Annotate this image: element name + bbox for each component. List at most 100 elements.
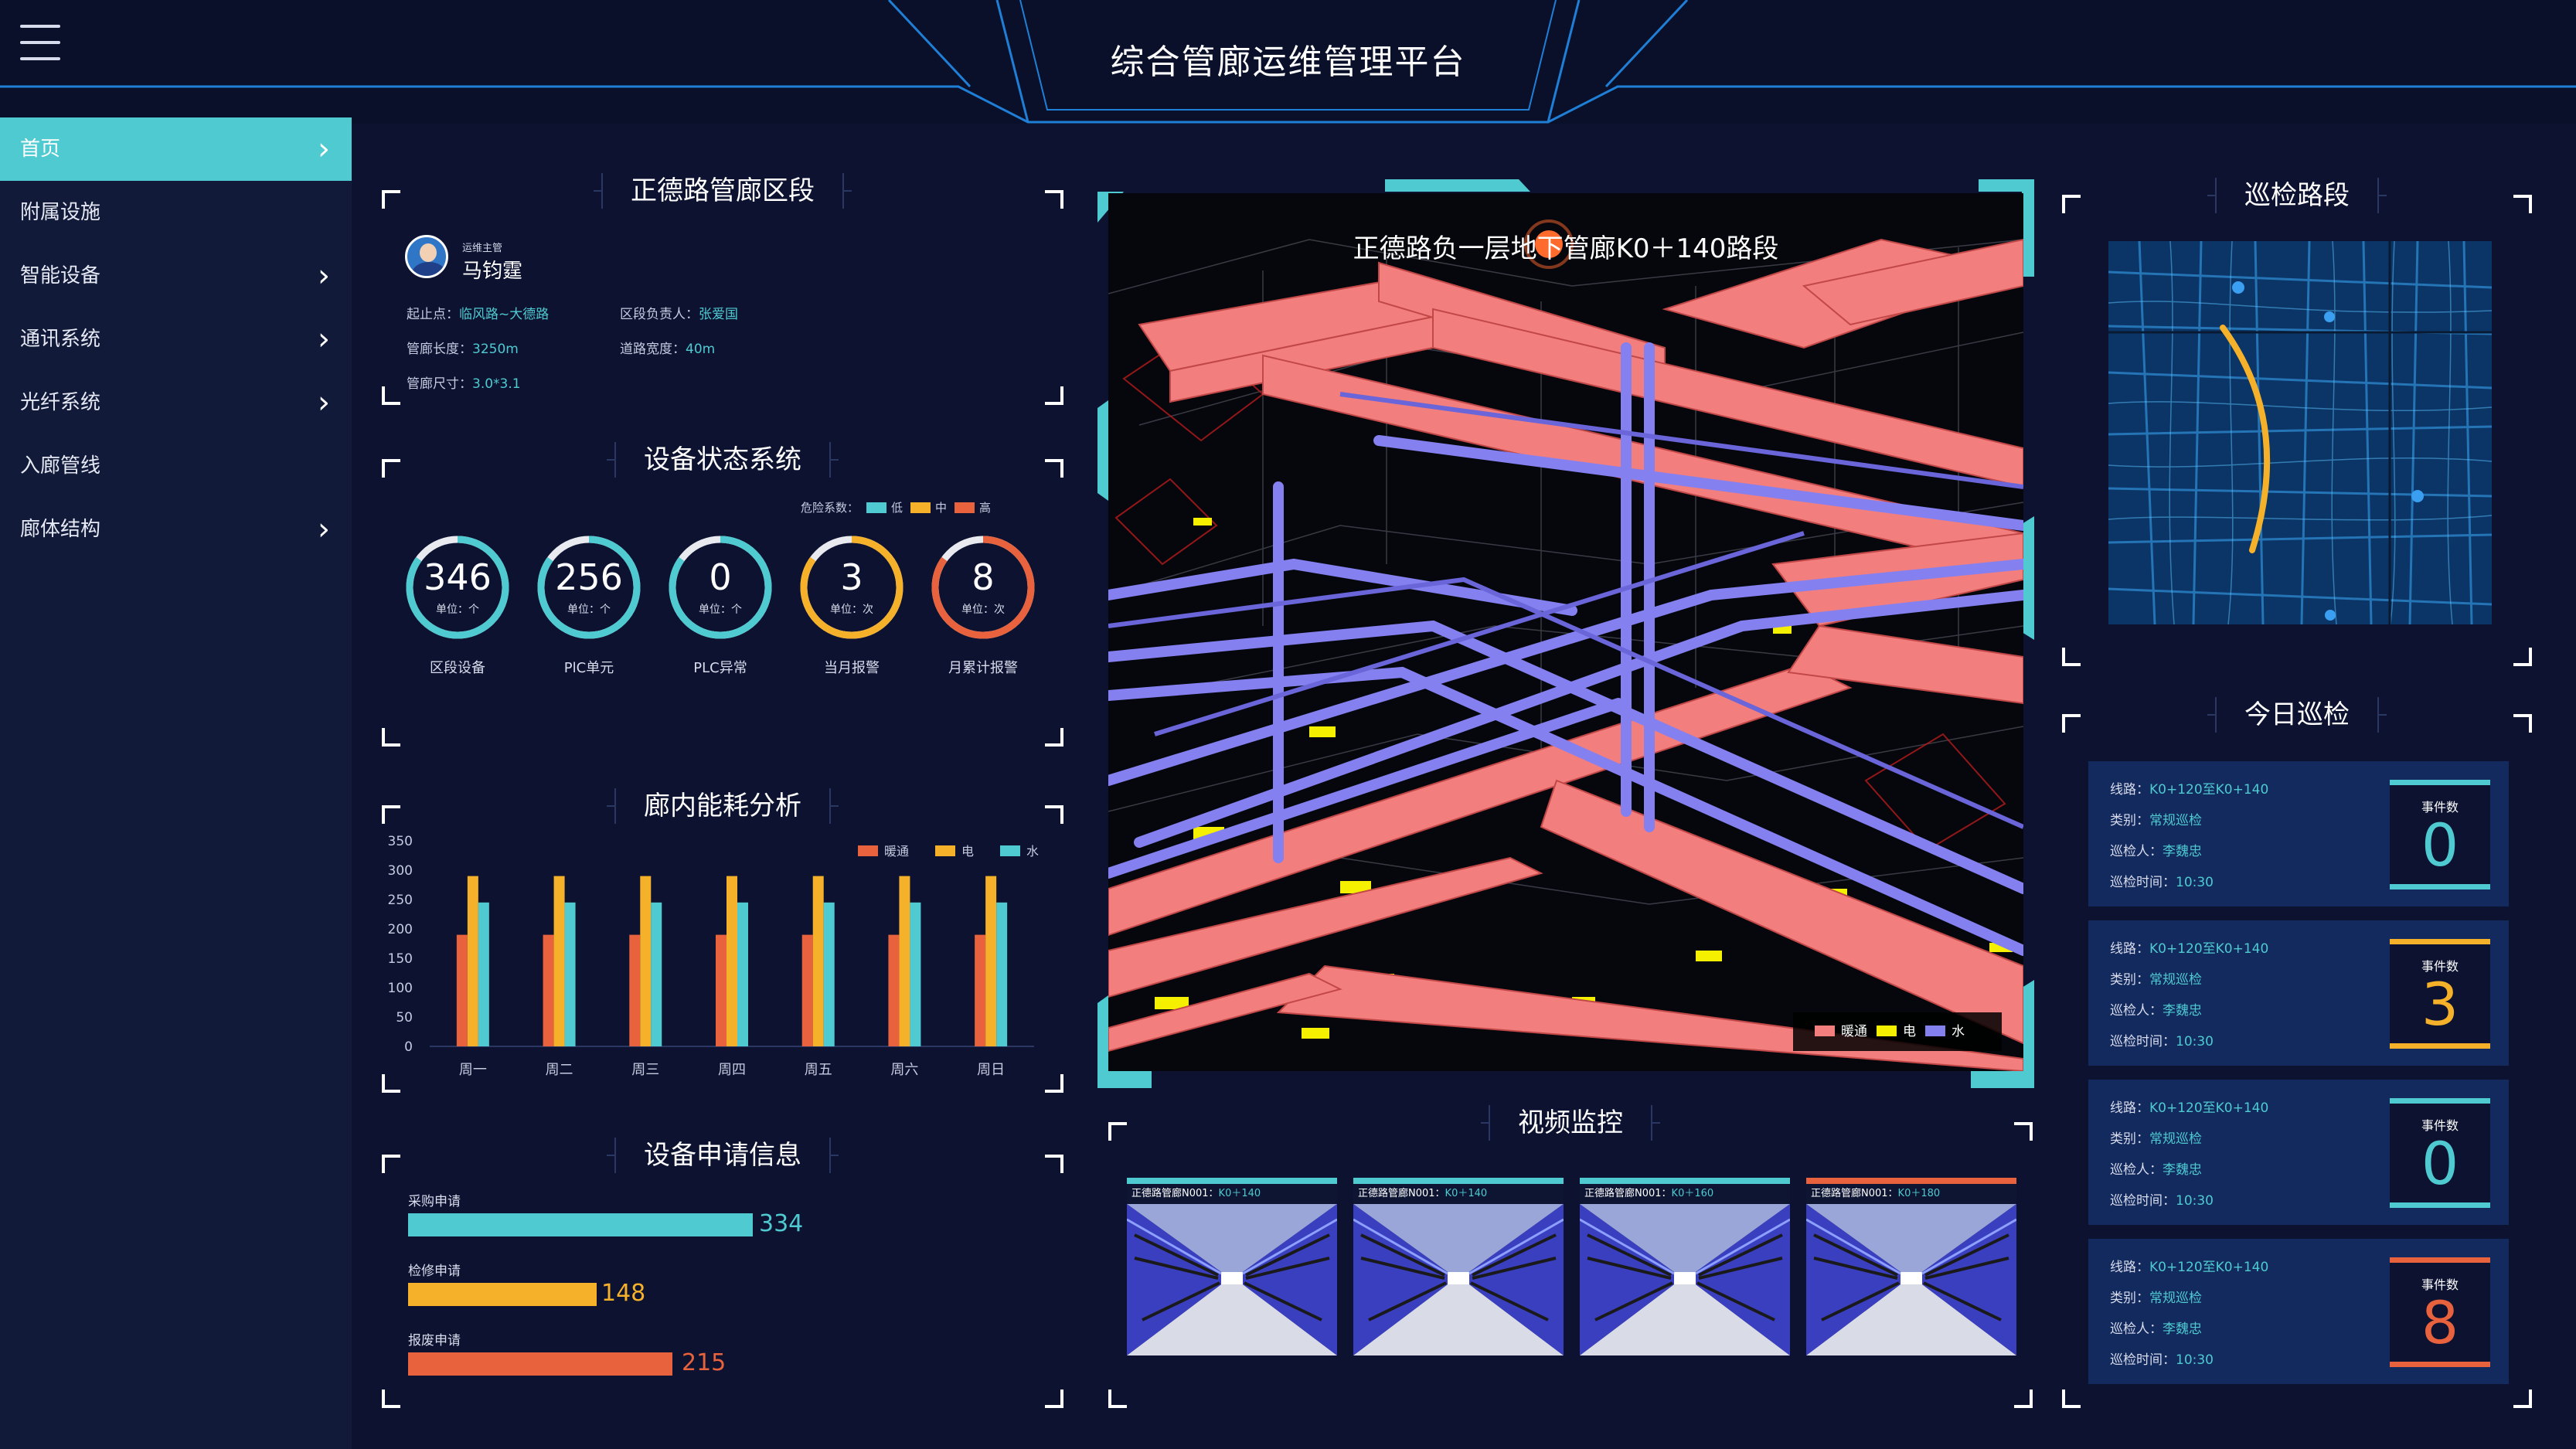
patrol-time: 巡检时间：10:30 xyxy=(2110,1034,2214,1049)
camera-top-bar xyxy=(1806,1178,2016,1184)
legend-low-swatch xyxy=(866,502,887,513)
patrol-route-map[interactable] xyxy=(2108,241,2492,624)
gauge-value: 8 xyxy=(972,556,995,598)
y-tick-label: 300 xyxy=(388,863,413,879)
camera-image xyxy=(1353,1204,1564,1355)
camera-feed[interactable]: 正德路管廊N001：K0＋160 xyxy=(1580,1178,1790,1355)
gauge-ring xyxy=(669,536,772,639)
camera-feed[interactable]: 正德路管廊N001：K0＋140 xyxy=(1353,1178,1564,1355)
bar-hvac xyxy=(801,934,813,1046)
status-gauge: 346 单位：个区段设备 xyxy=(403,533,512,676)
patrol-route-title: 巡检路段 xyxy=(2207,178,2387,213)
sidebar-item[interactable]: 智能设备 › xyxy=(0,244,352,308)
camera-label: 正德路管廊N001：K0＋140 xyxy=(1127,1184,1337,1204)
x-tick-label: 周六 xyxy=(890,1062,918,1078)
patrol-type: 类别：常规巡检 xyxy=(2110,1131,2202,1147)
purchase-request-label: 采购申请 xyxy=(408,1194,461,1209)
app-title: 综合管廊运维管理平台 xyxy=(1110,43,1466,82)
legend-swatch xyxy=(858,845,878,856)
event-count-label: 事件数 xyxy=(2421,959,2459,974)
header-frame xyxy=(0,0,2576,124)
camera-image xyxy=(1127,1204,1337,1355)
y-tick-label: 350 xyxy=(388,834,413,849)
sidebar-item[interactable]: 廊体结构› xyxy=(0,498,352,561)
gauge-label: PlC单元 xyxy=(563,660,614,676)
camera-label: 正德路管廊N001：K0＋140 xyxy=(1353,1184,1564,1204)
camera-feed[interactable]: 正德路管廊N001：K0＋140 xyxy=(1127,1178,1337,1355)
legend-water-swatch xyxy=(1925,1026,1945,1036)
camera-image xyxy=(1806,1204,2016,1355)
gauge-value: 346 xyxy=(424,556,492,598)
bar-hvac xyxy=(888,934,900,1046)
sidebar-item[interactable]: 附属设施 xyxy=(0,181,352,244)
gauge-value: 0 xyxy=(709,556,732,598)
pipe-legend: 暖通电水 xyxy=(1793,1012,2002,1051)
camera-feed[interactable]: 正德路管廊N001：K0＋180 xyxy=(1806,1178,2016,1355)
sidebar-item[interactable]: 通讯系统› xyxy=(0,308,352,371)
repair-request-label: 检修申请 xyxy=(408,1264,461,1279)
gauge-label: 区段设备 xyxy=(430,660,485,676)
gauge-unit: 单位：个 xyxy=(699,604,742,616)
bar-water xyxy=(996,902,1008,1046)
gauge-unit: 单位：个 xyxy=(436,604,479,616)
section-info-panel: 正德路管廊区段 运维主管 马钧霆 起止点：临风路~大德路 区段负责人：张爱国 管… xyxy=(382,173,1063,405)
legend-swatch xyxy=(935,845,955,856)
pipe-gallery-scene xyxy=(1108,219,2023,1071)
legend-high-swatch xyxy=(955,502,975,513)
bar-hvac xyxy=(629,934,641,1046)
event-count-label: 事件数 xyxy=(2421,1118,2459,1133)
sidebar-item-label: 智能设备 xyxy=(20,264,101,287)
video-monitor-panel: 视频监控 xyxy=(1108,1105,2033,1408)
patrol-person: 巡检人：李魏忠 xyxy=(2110,1321,2202,1337)
sidebar-item-label: 廊体结构 xyxy=(20,518,101,541)
gauge-ring xyxy=(537,536,641,639)
event-count-value: 0 xyxy=(2421,1129,2459,1198)
gauge-ring xyxy=(931,536,1035,639)
sidebar-item-label: 入廊管线 xyxy=(20,454,101,478)
sidebar-item[interactable]: 入廊管线 xyxy=(0,434,352,498)
y-tick-label: 250 xyxy=(388,893,413,908)
camera-image xyxy=(1580,1204,1790,1355)
sidebar-item[interactable]: 首页› xyxy=(0,117,352,181)
purchase-request-value: 334 xyxy=(759,1210,804,1237)
event-count-value: 8 xyxy=(2421,1288,2459,1357)
patrol-line: 线路：K0+120至K0+140 xyxy=(2110,1260,2269,1275)
bar-electric xyxy=(467,876,478,1046)
legend-label: 暖通 xyxy=(884,844,909,859)
patrol-person: 巡检人：李魏忠 xyxy=(2110,1162,2202,1178)
y-tick-label: 150 xyxy=(388,951,413,967)
legend-label: 水 xyxy=(1026,844,1039,859)
event-count-label: 事件数 xyxy=(2421,800,2459,815)
patrol-route-panel: 巡检路段 xyxy=(2062,178,2532,666)
camera-top-bar xyxy=(1127,1178,1337,1184)
camera-label: 正德路管廊N001：K0＋180 xyxy=(1806,1184,2016,1204)
video-monitor-title: 视频监控 xyxy=(1481,1105,1660,1141)
legend-label: 电 xyxy=(961,844,974,859)
bar-water xyxy=(651,902,662,1046)
y-tick-label: 50 xyxy=(396,1010,413,1026)
y-tick-label: 200 xyxy=(388,922,413,937)
bar-electric xyxy=(553,876,565,1046)
chevron-right-icon: › xyxy=(318,258,330,294)
sidebar-item[interactable]: 光纤系统› xyxy=(0,371,352,434)
owner-info: 区段负责人：张爱国 xyxy=(620,307,738,322)
pipe-gallery-3d-view[interactable]: 正德路负一层地下管廊K0＋140路段 xyxy=(1108,193,2023,1071)
length-info: 管廊长度：3250m xyxy=(407,342,519,357)
bar-hvac xyxy=(975,934,986,1046)
equipment-request-panel: 设备申请信息 采购申请 334 检修申请 148 报废申请 215 xyxy=(382,1138,1063,1408)
patrol-time: 巡检时间：10:30 xyxy=(2110,1193,2214,1209)
gauge-value: 3 xyxy=(840,556,863,598)
patrol-type: 类别：常规巡检 xyxy=(2110,972,2202,988)
view-title: 正德路负一层地下管廊K0＋140路段 xyxy=(1353,233,1779,264)
hamburger-menu-icon[interactable] xyxy=(20,25,60,62)
road-width-info: 道路宽度：40m xyxy=(620,342,716,357)
gauge-label: 月累计报警 xyxy=(948,660,1018,676)
